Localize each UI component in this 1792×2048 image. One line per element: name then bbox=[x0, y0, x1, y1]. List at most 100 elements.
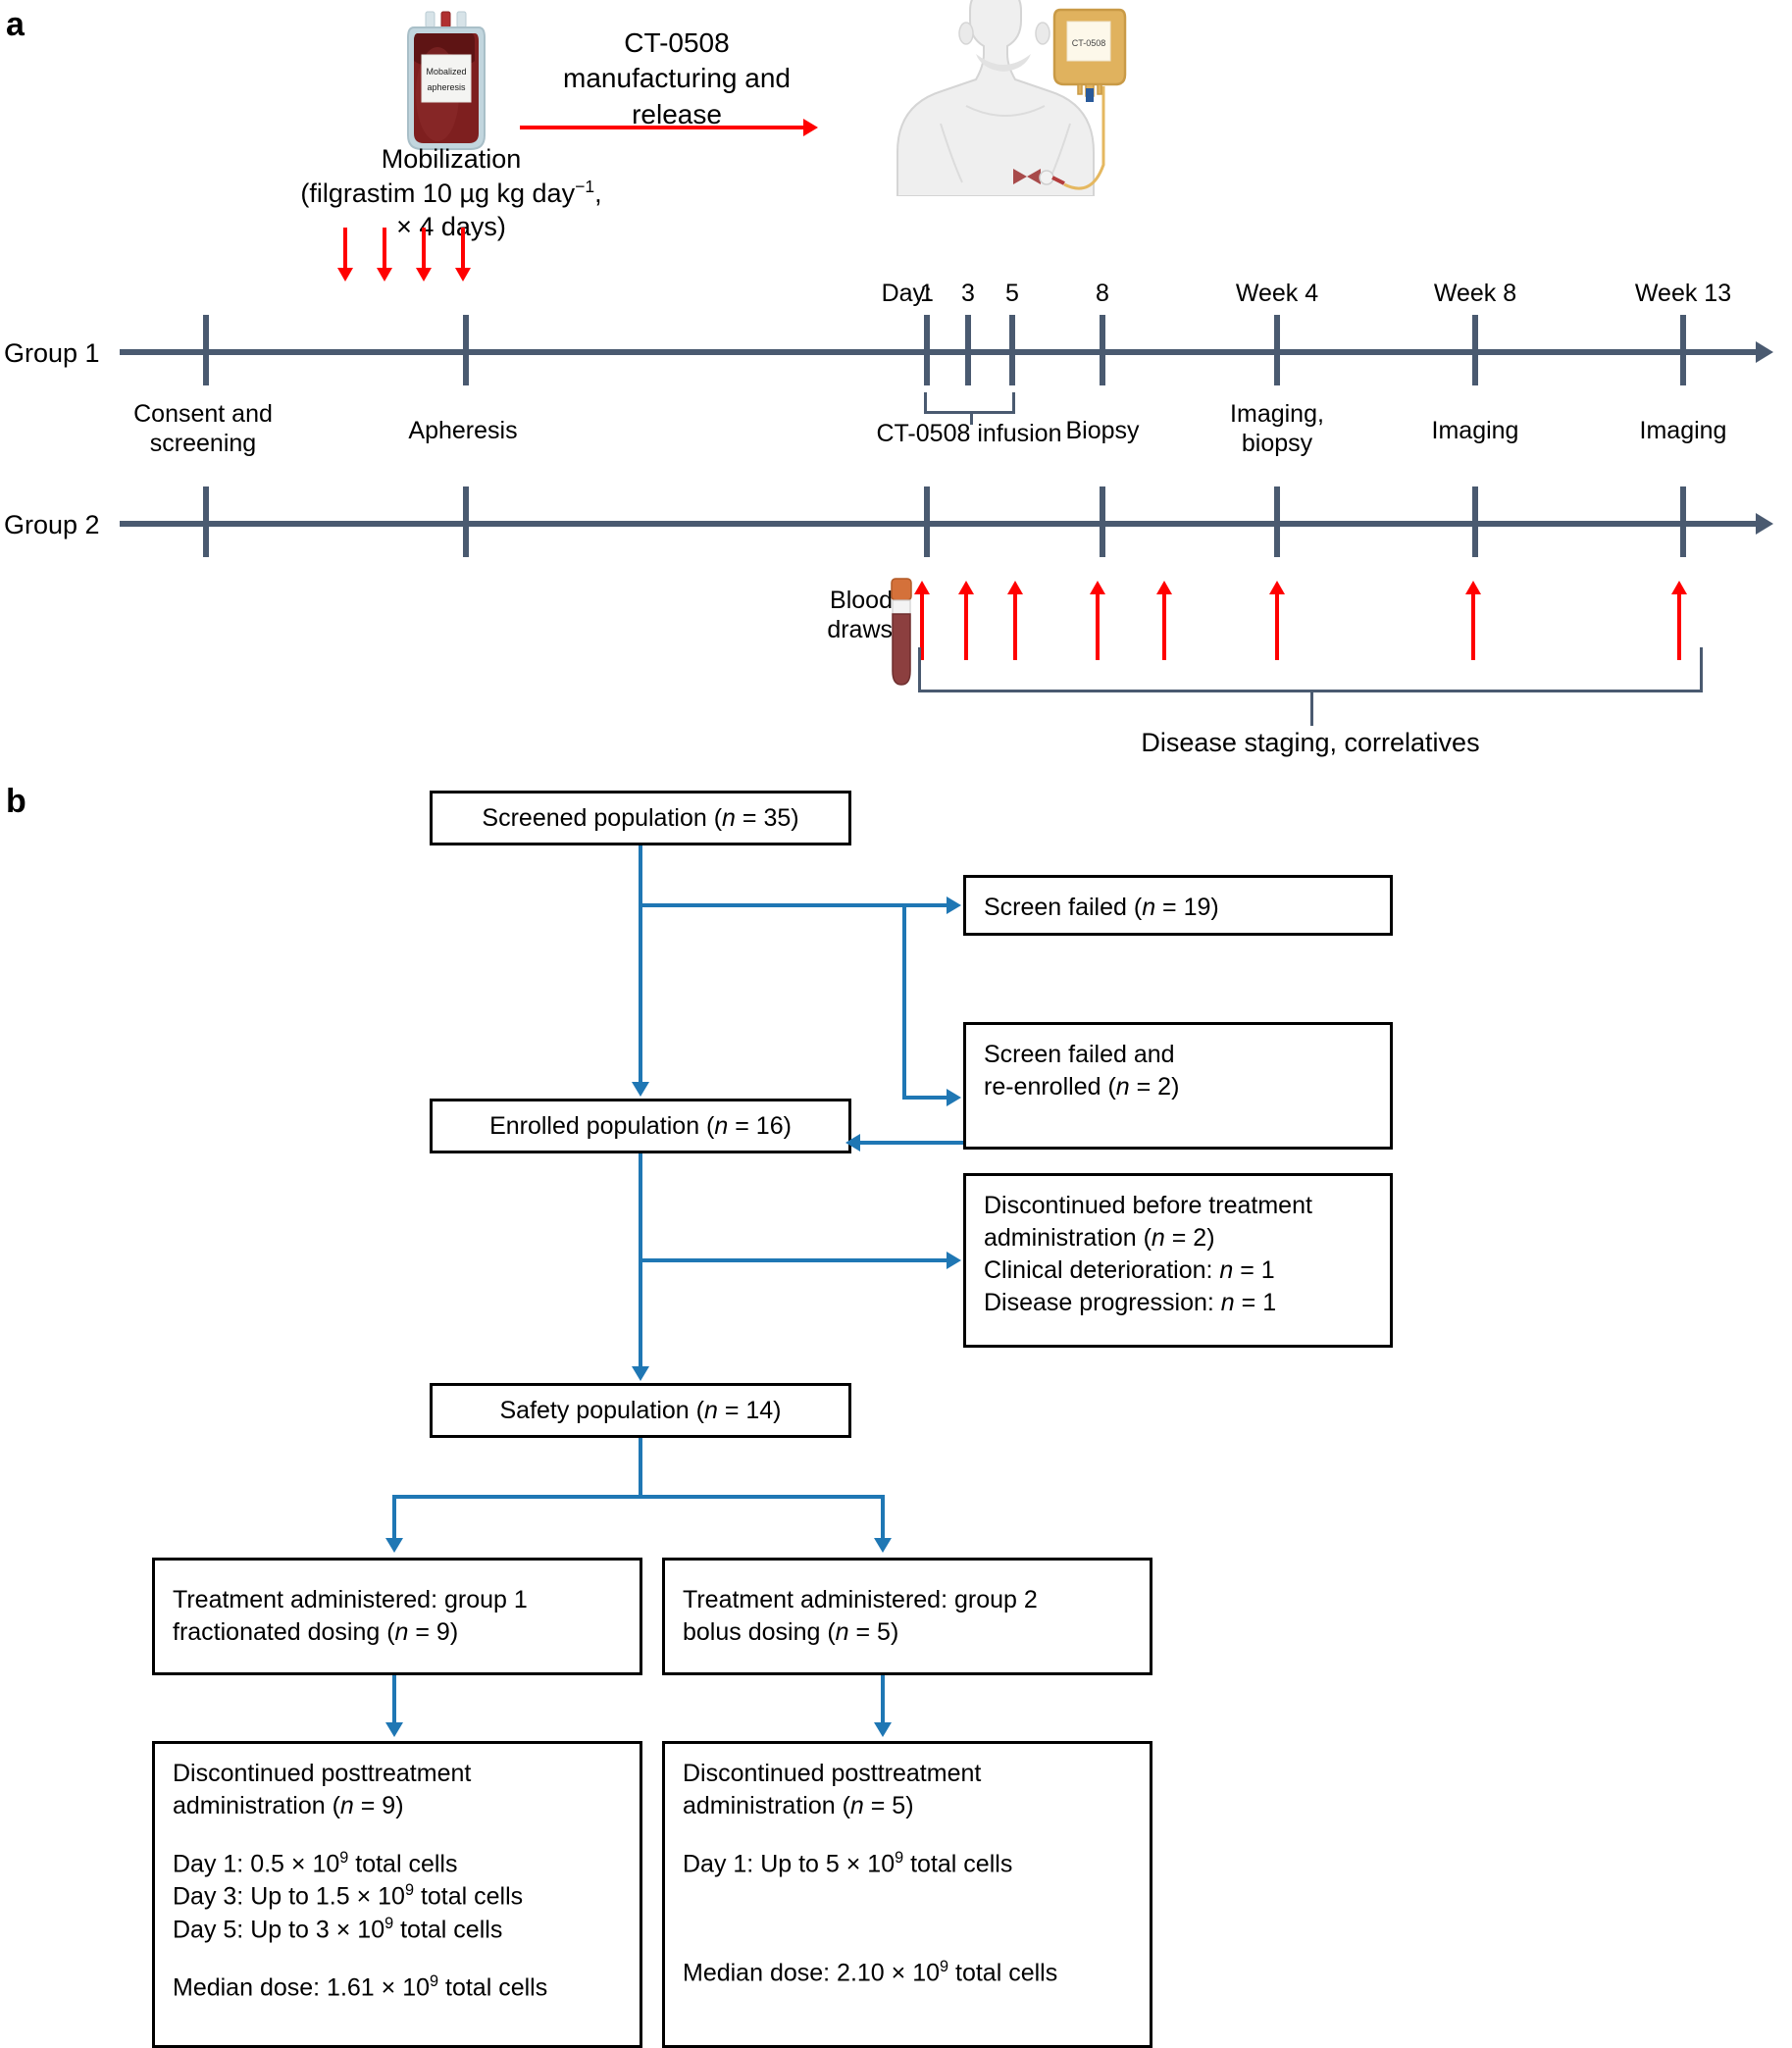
mobilization-arrow-2-icon bbox=[377, 228, 392, 282]
g1-median-sup: 9 bbox=[430, 1971, 439, 1990]
group1-label: Group 1 bbox=[4, 338, 100, 368]
connector-safety-down bbox=[639, 1438, 642, 1499]
mobilization-line2-sup: −1 bbox=[575, 177, 595, 197]
day-prefix-label: Day: bbox=[881, 280, 932, 307]
group2-tick-week13 bbox=[1680, 486, 1686, 557]
apheresis-bag-label-line2: apheresis bbox=[427, 82, 466, 92]
biopsy-label: Biopsy bbox=[1065, 417, 1140, 444]
imaging-week13-label: Imaging bbox=[1639, 417, 1727, 444]
imaging-biopsy-line1: Imaging, bbox=[1230, 400, 1324, 428]
g2-median-post: total cells bbox=[948, 1959, 1058, 1987]
group2-tick-consent bbox=[203, 486, 209, 557]
infusion-label: CT-0508 infusion bbox=[876, 420, 1062, 447]
blood-draw-arrow-6-icon bbox=[1269, 581, 1285, 660]
box-safety-population: Safety population (n = 14) bbox=[430, 1383, 851, 1438]
g1-dose-line1-pre: Day 1: 0.5 × 10 bbox=[173, 1850, 340, 1878]
manufacturing-arrow-icon bbox=[520, 119, 818, 136]
arrowhead-treat-group1-icon bbox=[385, 1538, 403, 1553]
connector-safety-split bbox=[392, 1495, 885, 1499]
consent-line1: Consent and bbox=[133, 400, 273, 428]
disease-staging-label: Disease staging, correlatives bbox=[1141, 728, 1480, 757]
box-safety-population-text: Safety population (n = 14) bbox=[499, 1396, 782, 1424]
connector-group1-to-disc bbox=[392, 1675, 396, 1724]
connector-to-reenrolled bbox=[902, 1096, 948, 1100]
arrowhead-treat-group2-icon bbox=[874, 1538, 892, 1553]
manufacturing-line2: manufacturing and release bbox=[563, 63, 791, 129]
consent-label: Consent and screening bbox=[105, 400, 301, 458]
group1-timeline-arrowhead-icon bbox=[1756, 341, 1773, 363]
connector-split-left bbox=[392, 1495, 396, 1540]
group2-tick-week4 bbox=[1274, 486, 1280, 557]
arrowhead-reenrolled-icon bbox=[947, 1089, 961, 1106]
mobilization-line2-a: (filgrastim 10 µg kg day bbox=[300, 179, 576, 209]
g2-median-pre: Median dose: 2.10 × 10 bbox=[683, 1959, 940, 1987]
g1-dose-line3-pre: Day 5: Up to 3 × 10 bbox=[173, 1915, 385, 1943]
blood-tube-icon bbox=[886, 577, 917, 690]
connector-screen-failed-down bbox=[902, 903, 906, 1100]
mobilization-arrow-1-icon bbox=[337, 228, 353, 282]
timepoint-label-day8: 8 bbox=[1096, 280, 1109, 307]
g2-dose-line1-pre: Day 1: Up to 5 × 10 bbox=[683, 1850, 896, 1878]
mobilization-line3: × 4 days) bbox=[396, 212, 506, 242]
arrowhead-enrolled-icon bbox=[845, 1134, 860, 1152]
blood-draw-arrow-1-icon bbox=[914, 581, 930, 660]
g1-dose-line3-sup: 9 bbox=[384, 1914, 394, 1932]
group2-label: Group 2 bbox=[4, 510, 100, 539]
imaging-biopsy-line2: biopsy bbox=[1241, 429, 1313, 457]
group1-tick-day1 bbox=[924, 315, 930, 385]
blood-draw-arrow-4-icon bbox=[1090, 581, 1105, 660]
group2-tick-week8 bbox=[1472, 486, 1478, 557]
group1-tick-day3 bbox=[965, 315, 971, 385]
group2-tick-day1 bbox=[924, 486, 930, 557]
box-screened-population: Screened population (n = 35) bbox=[430, 791, 851, 845]
g1-dose-line2-post: total cells bbox=[414, 1882, 524, 1911]
g1-median-pre: Median dose: 1.61 × 10 bbox=[173, 1973, 430, 2002]
panel-a-letter: a bbox=[6, 6, 25, 43]
group1-tick-week8 bbox=[1472, 315, 1478, 385]
group1-tick-consent bbox=[203, 315, 209, 385]
g1-dose-line1-sup: 9 bbox=[339, 1849, 349, 1867]
blood-draws-line1: Blood bbox=[830, 587, 893, 614]
arrowhead-discontinued-before-icon bbox=[947, 1252, 961, 1269]
g1-dose-line2-sup: 9 bbox=[404, 1881, 414, 1900]
manufacturing-label: CT-0508 manufacturing and release bbox=[520, 26, 834, 132]
group1-tick-day8 bbox=[1100, 315, 1105, 385]
blood-draw-arrow-7-icon bbox=[1465, 581, 1481, 660]
g2-dose-line1-post: total cells bbox=[903, 1850, 1013, 1878]
group2-tick-day8 bbox=[1100, 486, 1105, 557]
timepoint-label-week8: Week 8 bbox=[1433, 280, 1517, 307]
apheresis-bag-label-line1: Mobalized bbox=[426, 67, 466, 77]
g2-dose-line1-sup: 9 bbox=[895, 1849, 904, 1867]
connector-to-discontinued-before bbox=[639, 1258, 948, 1262]
arrowhead-screened-to-enrolled-icon bbox=[632, 1082, 649, 1097]
blood-draw-arrow-2-icon bbox=[958, 581, 974, 660]
group1-tick-apheresis bbox=[463, 315, 469, 385]
group1-timeline bbox=[120, 349, 1758, 355]
blood-draw-arrow-5-icon bbox=[1156, 581, 1172, 660]
timepoint-label-week4: Week 4 bbox=[1235, 280, 1319, 307]
group2-tick-apheresis bbox=[463, 486, 469, 557]
g2-median-sup: 9 bbox=[940, 1958, 949, 1976]
connector-split-right bbox=[881, 1495, 885, 1540]
mobilization-arrow-3-icon bbox=[416, 228, 432, 282]
g1-median-post: total cells bbox=[438, 1973, 548, 2002]
apheresis-label: Apheresis bbox=[408, 417, 518, 444]
box-enrolled-population-text: Enrolled population (n = 16) bbox=[489, 1111, 792, 1140]
timepoint-label-day5: 5 bbox=[1005, 280, 1019, 307]
blood-draws-line2: draws bbox=[827, 615, 893, 643]
connector-group2-to-disc bbox=[881, 1675, 885, 1724]
timepoint-label-day1: 1 bbox=[920, 280, 934, 307]
box-screened-population-text: Screened population (n = 35) bbox=[482, 803, 799, 832]
timepoint-label-day3: 3 bbox=[961, 280, 975, 307]
timepoint-label-week13: Week 13 bbox=[1634, 280, 1732, 307]
arrowhead-disc-group1-icon bbox=[385, 1722, 403, 1737]
